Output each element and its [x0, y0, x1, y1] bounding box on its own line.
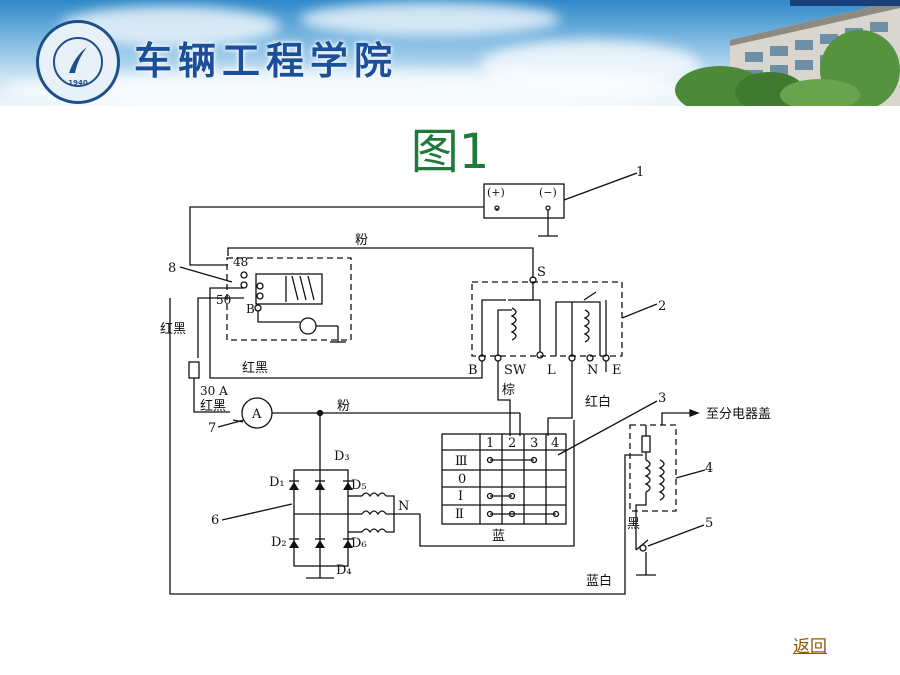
diode-d3: D₃ — [334, 449, 350, 464]
node-n: N — [398, 499, 409, 514]
diode-d4: D₄ — [336, 563, 352, 578]
campus-building-image — [675, 0, 900, 106]
callout-4: 4 — [705, 461, 713, 476]
wire-label-honghei-fuse: 红黑 — [200, 398, 226, 414]
terminal-n: N — [587, 363, 598, 378]
logo-year: 1940 — [68, 79, 88, 87]
switch-row-1: Ⅰ — [458, 489, 463, 504]
terminal-s: S — [537, 265, 546, 280]
switch-col-1: 1 — [486, 436, 494, 451]
diode-d6: D₆ — [351, 536, 367, 551]
logo-swoosh-icon — [69, 47, 87, 73]
header-banner: 1940 车辆工程学院 — [0, 0, 900, 110]
callout-3: 3 — [658, 391, 666, 406]
school-title: 车辆工程学院 — [134, 39, 399, 83]
switch-table — [441, 433, 567, 525]
switch-row-0: 0 — [458, 472, 466, 487]
terminal-48: 48 — [233, 255, 248, 269]
callout-1: 1 — [636, 165, 644, 180]
wire-label-fen-mid: 粉 — [337, 399, 350, 414]
fuse-rating: 30 A — [200, 384, 228, 398]
switch-row-2: Ⅱ — [455, 507, 464, 522]
to-distributor-label: 至分电器盖 — [706, 407, 771, 422]
switch-row-3: Ⅲ — [455, 454, 468, 469]
terminal-b-switch: B — [246, 302, 255, 316]
switch-col-3: 3 — [530, 436, 538, 451]
back-link[interactable]: 返回 — [793, 637, 827, 657]
wire-label-hongbai: 红白 — [585, 394, 611, 410]
wire-label-hei: 黑 — [627, 517, 640, 532]
ammeter-label: A — [251, 407, 262, 422]
callout-7: 7 — [208, 421, 216, 436]
diode-d1: D₁ — [269, 475, 285, 490]
diode-d5: D₅ — [351, 478, 367, 493]
logo-emblem — [53, 37, 103, 87]
diode-d2: D₂ — [271, 535, 287, 550]
university-logo: 1940 — [36, 20, 120, 104]
callout-2: 2 — [658, 299, 666, 314]
battery — [483, 183, 565, 219]
wire-label-lanbai: 蓝白 — [586, 573, 612, 589]
callout-6: 6 — [211, 513, 219, 528]
battery-plus-label: (+) — [487, 186, 505, 199]
terminal-50: 50 — [216, 293, 231, 307]
fuse — [188, 361, 200, 379]
wire-label-honghei-mid: 红黑 — [242, 360, 268, 376]
terminal-b: B — [468, 363, 478, 378]
wire-label-lan: 蓝 — [492, 529, 505, 544]
terminal-sw: SW — [504, 363, 527, 378]
wiring-diagram: 1 2 3 4 5 6 7 8 (+) (−) 粉 48 50 B S B SW… — [160, 165, 771, 595]
wire-label-fen-top: 粉 — [355, 233, 368, 248]
ignition-coil — [629, 424, 677, 512]
voltage-regulator — [471, 281, 623, 357]
ignition-switch — [226, 257, 352, 341]
terminal-e: E — [612, 363, 622, 378]
wire-label-zong: 棕 — [502, 383, 515, 398]
wire-label-honghei-left: 红黑 — [160, 321, 186, 337]
figure-title: 图1 — [410, 124, 490, 180]
switch-col-2: 2 — [508, 436, 516, 451]
callout-5: 5 — [705, 516, 713, 531]
battery-minus-label: (−) — [539, 186, 557, 199]
switch-col-4: 4 — [551, 436, 559, 451]
callout-8: 8 — [168, 261, 176, 276]
terminal-l: L — [547, 363, 556, 378]
